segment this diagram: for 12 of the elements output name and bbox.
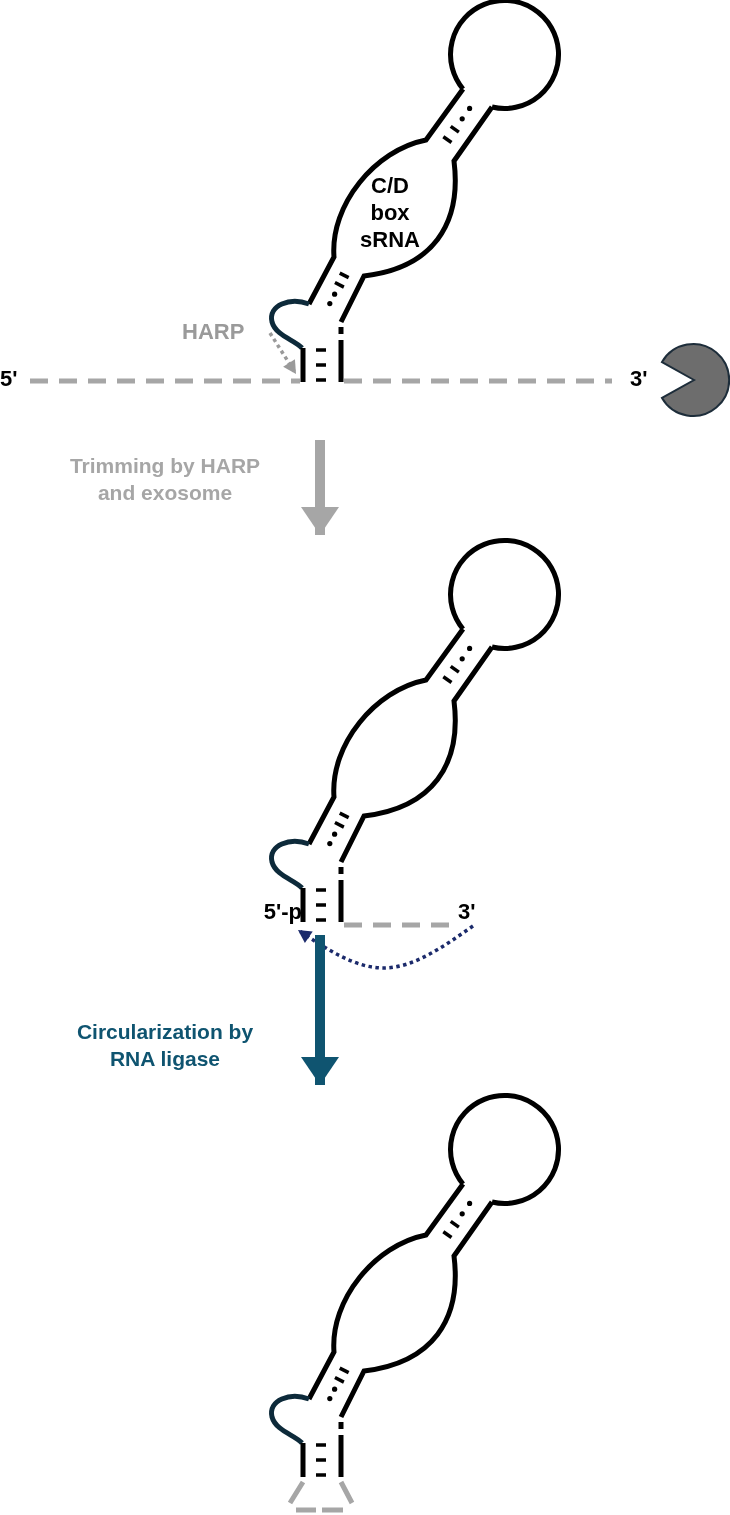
rna-end-label: 5'-p xyxy=(262,898,302,925)
dotted-arrow xyxy=(268,332,298,375)
rna-name-label: C/D box sRNA xyxy=(359,172,421,253)
enzyme-label: HARP xyxy=(182,318,246,345)
dotted-arrow xyxy=(297,924,474,970)
step-arrow xyxy=(301,440,339,535)
rna-end-label: 3' xyxy=(458,898,477,925)
step-label: Circularization by RNA ligase xyxy=(75,1019,255,1072)
step-arrow xyxy=(301,935,339,1085)
step-label: Trimming by HARP and exosome xyxy=(68,453,262,506)
end-label: 3' xyxy=(630,366,648,392)
end-label: 5' xyxy=(0,366,18,392)
